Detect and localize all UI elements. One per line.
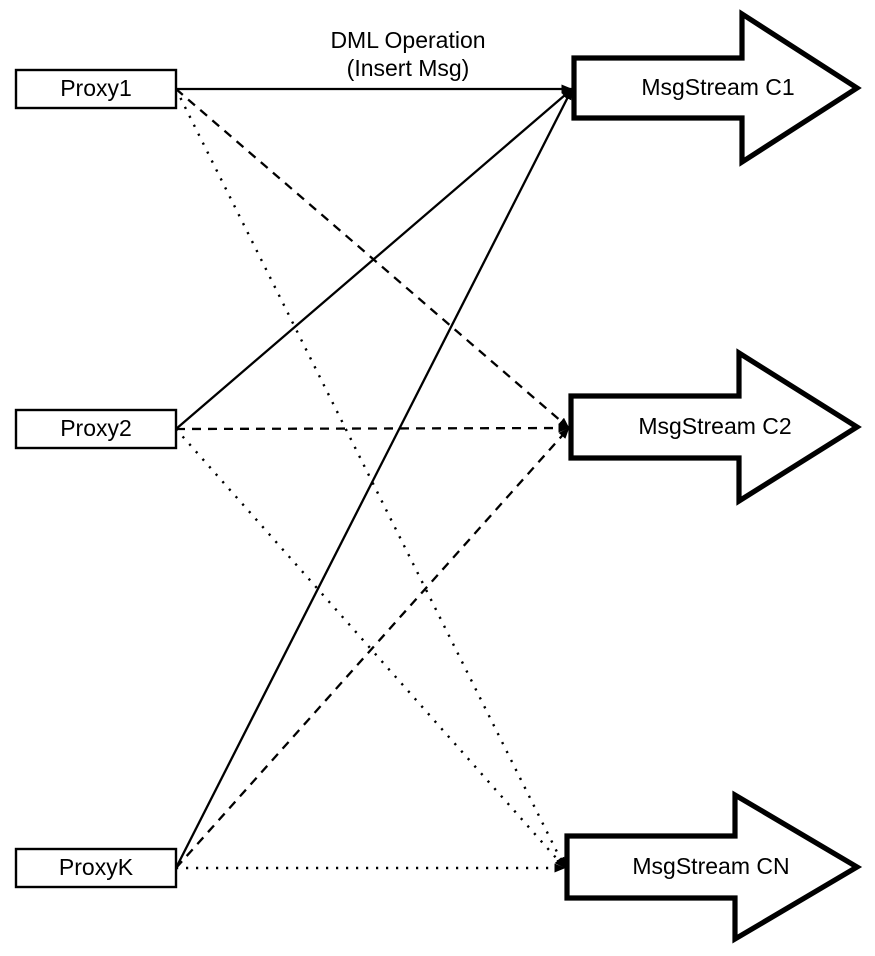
link-proxy2-to-c2	[175, 423, 570, 433]
proxy-node-proxy2[interactable]: Proxy2	[14, 408, 178, 450]
link-proxyK-to-c1	[174, 88, 574, 869]
block-arrow-icon	[571, 9, 862, 167]
link-line-solid	[175, 88, 573, 430]
link-proxyK-to-c2	[175, 427, 570, 869]
proxy-node-proxyK[interactable]: ProxyK	[14, 847, 178, 889]
msgstream-node-c1[interactable]: MsgStream C1	[571, 9, 862, 167]
links-layer	[174, 84, 574, 873]
proxy-node-proxy1[interactable]: Proxy1	[14, 68, 178, 110]
edge-caption-line1: DML Operation	[330, 27, 485, 53]
edge-caption-line2: (Insert Msg)	[347, 55, 470, 81]
block-arrow-icon	[568, 348, 862, 506]
link-line-dashed	[175, 427, 570, 869]
streams-layer: MsgStream C1 MsgStream C2 MsgStream CN	[564, 9, 863, 944]
link-proxy2-to-c1	[175, 88, 573, 430]
msgstream-label: MsgStream C1	[641, 74, 794, 100]
msgstream-node-c2[interactable]: MsgStream C2	[568, 348, 862, 506]
proxy-label: Proxy2	[60, 415, 132, 441]
proxy-box-rect	[14, 847, 178, 889]
block-arrow-icon	[564, 790, 863, 944]
proxy-box-rect	[14, 408, 178, 450]
proxy-label: ProxyK	[59, 854, 134, 880]
edge-caption: DML Operation (Insert Msg)	[330, 27, 485, 81]
link-line-dashed	[175, 423, 570, 433]
proxy-box-rect	[14, 68, 178, 110]
msgstream-label: MsgStream C2	[638, 413, 791, 439]
link-line-dashed	[175, 88, 570, 429]
proxy-label: Proxy1	[60, 75, 132, 101]
link-line-solid	[174, 88, 574, 869]
msgstream-node-cn[interactable]: MsgStream CN	[564, 790, 863, 944]
link-proxy1-to-c2	[175, 88, 570, 429]
msgstream-label: MsgStream CN	[632, 853, 789, 879]
